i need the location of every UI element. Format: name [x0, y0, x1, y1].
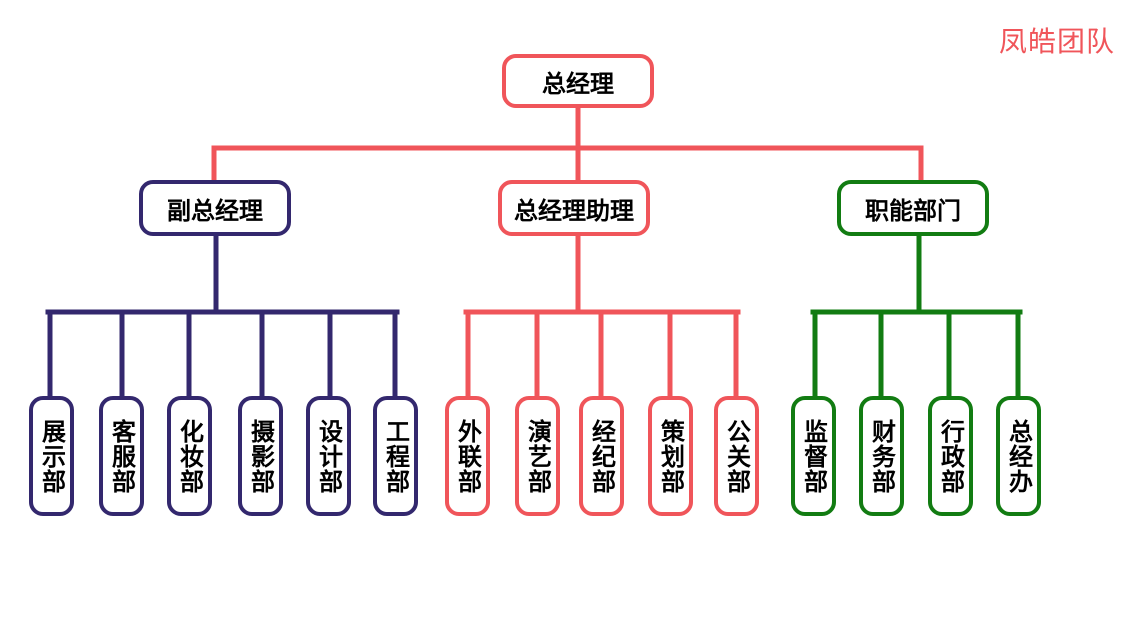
branch-node-gm-assistant: 总经理助理 [498, 180, 650, 236]
dept-node: 设计部 [306, 396, 351, 516]
dept-label: 化妆部 [175, 418, 204, 494]
dept-node: 化妆部 [167, 396, 212, 516]
dept-label: 演艺部 [523, 418, 552, 494]
root-node: 总经理 [502, 54, 654, 108]
dept-label: 经纪部 [587, 418, 616, 494]
root-label: 总经理 [542, 69, 614, 98]
dept-label: 策划部 [656, 418, 685, 494]
dept-node: 总经办 [996, 396, 1041, 516]
branch-label: 职能部门 [865, 196, 961, 225]
branch-label: 总经理助理 [514, 196, 634, 225]
dept-node: 监督部 [791, 396, 836, 516]
dept-label: 财务部 [867, 418, 896, 494]
brand-label: 凤皓团队 [998, 25, 1115, 58]
branch-label: 副总经理 [167, 196, 263, 225]
dept-label: 行政部 [936, 418, 965, 494]
dept-label: 摄影部 [246, 418, 275, 494]
dept-node: 行政部 [928, 396, 973, 516]
dept-node: 经纪部 [579, 396, 624, 516]
dept-node: 外联部 [445, 396, 490, 516]
dept-node: 工程部 [373, 396, 418, 516]
dept-node: 公关部 [714, 396, 759, 516]
dept-node: 演艺部 [515, 396, 560, 516]
dept-label: 监督部 [799, 418, 828, 494]
dept-label: 展示部 [37, 418, 66, 494]
branch-node-deputy-gm: 副总经理 [139, 180, 291, 236]
dept-label: 设计部 [314, 418, 343, 494]
dept-node: 财务部 [859, 396, 904, 516]
dept-label: 外联部 [453, 418, 482, 494]
dept-label: 总经办 [1004, 418, 1033, 494]
dept-node: 客服部 [99, 396, 144, 516]
dept-node: 策划部 [648, 396, 693, 516]
dept-label: 客服部 [107, 418, 136, 494]
dept-label: 工程部 [381, 418, 410, 494]
dept-node: 展示部 [29, 396, 74, 516]
dept-node: 摄影部 [238, 396, 283, 516]
branch-node-functional-dept: 职能部门 [837, 180, 989, 236]
dept-label: 公关部 [722, 418, 751, 494]
